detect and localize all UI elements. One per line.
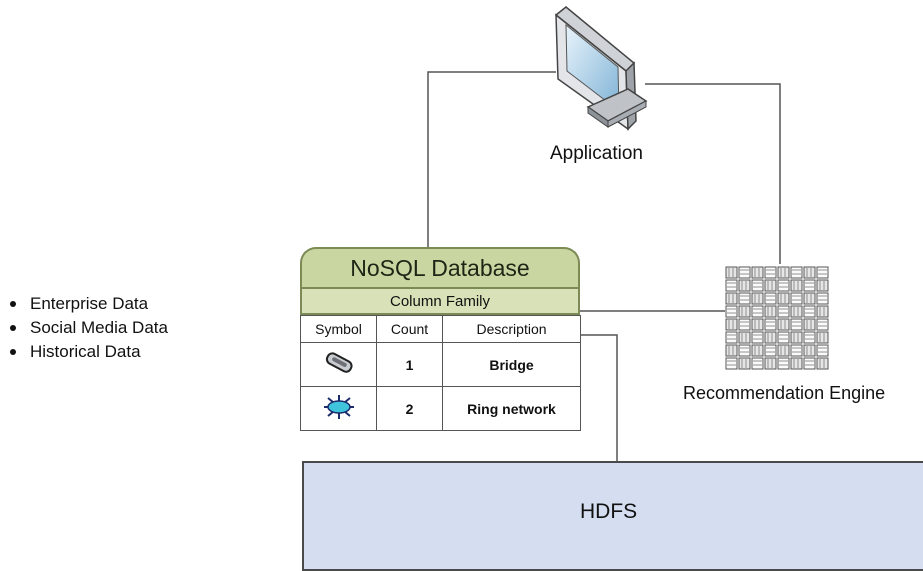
bullet-icon	[10, 301, 16, 307]
hdfs-label: HDFS	[580, 500, 638, 523]
description-cell: Bridge	[442, 342, 581, 387]
data-sources-list: Enterprise Data Social Media Data Histor…	[10, 292, 168, 364]
bridge-icon	[325, 352, 353, 373]
nosql-database-table: NoSQL Database Column Family Symbol Coun…	[300, 247, 581, 431]
description-cell: Ring network	[442, 386, 581, 431]
recommendation-engine-icon	[725, 266, 829, 370]
column-header: Symbol	[300, 315, 377, 343]
app-to-rec-line	[645, 83, 781, 264]
list-item: Historical Data	[10, 340, 168, 364]
recommendation-engine-label: Recommendation Engine	[683, 383, 886, 403]
ring-network-icon	[323, 395, 354, 419]
table-header-row: Symbol Count Description	[300, 315, 581, 343]
application-label: Application	[550, 143, 643, 164]
nosql-title: NoSQL Database	[300, 247, 580, 287]
column-family-table: Symbol Count Description 1 Bridge	[300, 315, 581, 431]
list-item: Social Media Data	[10, 316, 168, 340]
table-row: 2 Ring network	[300, 386, 581, 431]
count-cell: 1	[376, 342, 443, 387]
column-family-label: Column Family	[300, 287, 580, 315]
column-header: Count	[376, 315, 443, 343]
table-row: 1 Bridge	[300, 342, 581, 387]
computer-monitor-icon	[554, 6, 648, 131]
bullet-icon	[10, 325, 16, 331]
bullet-icon	[10, 349, 16, 355]
list-item: Enterprise Data	[10, 292, 168, 316]
nosql-to-hdfs-line	[580, 334, 618, 462]
app-to-nosql-line	[427, 71, 556, 247]
column-header: Description	[442, 315, 581, 343]
count-cell: 2	[376, 386, 443, 431]
